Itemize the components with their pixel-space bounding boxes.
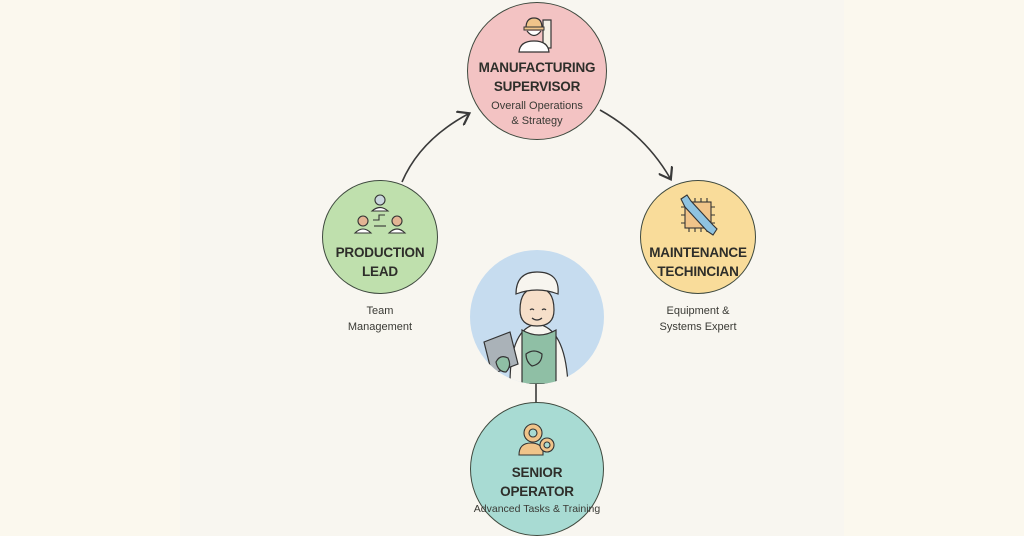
node-title: TECHINCIAN: [657, 264, 739, 279]
description-line: Management: [347, 321, 413, 333]
production-lead-description: Team Management: [322, 303, 438, 335]
worker-with-tablet-illustration: [483, 271, 569, 384]
gears-person-icon: [518, 423, 555, 456]
node-title: SUPERVISOR: [493, 78, 581, 94]
node-title: LEAD: [362, 264, 398, 279]
node-title: PRODUCTION: [335, 245, 425, 260]
node-title: MAINTENANCE: [649, 245, 747, 260]
node-description: Advanced Tasks & Training: [473, 503, 601, 515]
node-title: SENIOR: [511, 465, 563, 480]
arrow-supervisor-to-maintenance: [599, 109, 670, 178]
node-description: Overall Operations: [491, 99, 583, 112]
team-hierarchy-icon: [353, 194, 407, 234]
node-description: & Strategy: [511, 114, 563, 127]
description-line: Team: [366, 305, 394, 317]
description-line: Equipment &: [666, 305, 730, 317]
node-production-lead: PRODUCTION LEAD: [322, 180, 438, 294]
node-senior-operator: SENIOR OPERATOR Advanced Tasks & Trainin…: [470, 402, 604, 536]
wrench-chip-icon: [680, 194, 718, 236]
arrow-lead-to-supervisor: [401, 114, 468, 183]
maintenance-description: Equipment & Systems Expert: [630, 303, 766, 335]
center-worker-illustration: [470, 250, 604, 384]
worker-hardhat-factory-icon: [518, 16, 552, 53]
node-title: OPERATOR: [500, 484, 574, 499]
node-manufacturing-supervisor: MANUFACTURING SUPERVISOR Overall Operati…: [467, 2, 607, 140]
node-maintenance-technician: MAINTENANCE TECHINCIAN: [640, 180, 756, 294]
node-title: MANUFACTURING: [478, 59, 596, 75]
description-line: Systems Expert: [659, 321, 737, 333]
